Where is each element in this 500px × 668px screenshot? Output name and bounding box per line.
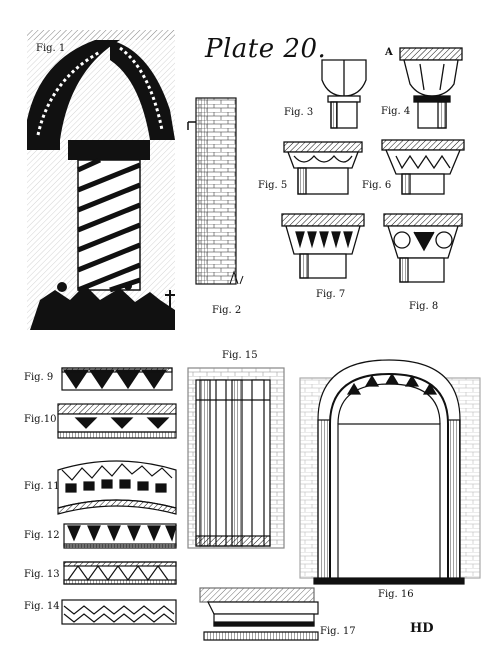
fig15-pier-drawing bbox=[187, 367, 285, 549]
fig9-label: Fig. 9 bbox=[24, 372, 54, 383]
fig12-moulding-drawing bbox=[63, 523, 177, 549]
fig4-capital-drawing bbox=[399, 47, 463, 129]
fig7-label: Fig. 7 bbox=[316, 289, 346, 300]
fig1-arcade-drawing bbox=[27, 30, 175, 330]
fig4-label: Fig. 4 bbox=[381, 106, 411, 117]
fig15-label: Fig. 15 bbox=[222, 350, 258, 361]
fig13-label: Fig. 13 bbox=[24, 569, 60, 580]
fig11-label: Fig. 11 bbox=[24, 481, 60, 492]
fig11-moulding-drawing bbox=[57, 460, 177, 515]
fig9-moulding-drawing bbox=[61, 367, 173, 391]
fig1-label: Fig. 1 bbox=[36, 43, 66, 54]
fig16-label: Fig. 16 bbox=[378, 589, 414, 600]
fig6-capital-drawing bbox=[381, 139, 465, 195]
fig14-moulding-drawing bbox=[61, 599, 177, 625]
fig5-label: Fig. 5 bbox=[258, 180, 288, 191]
fig14-label: Fig. 14 bbox=[24, 601, 60, 612]
fig10-moulding-drawing bbox=[57, 403, 177, 439]
fig8-label: Fig. 8 bbox=[409, 301, 439, 312]
fig17-label: Fig. 17 bbox=[320, 626, 356, 637]
plate-title: Plate 20. bbox=[205, 34, 327, 64]
fig13-moulding-drawing bbox=[63, 561, 177, 585]
fig2-pilaster-drawing bbox=[187, 97, 244, 285]
fig6-label: Fig. 6 bbox=[362, 180, 392, 191]
fig5-capital-drawing bbox=[283, 141, 363, 195]
fig3-label: Fig. 3 bbox=[284, 107, 314, 118]
fig16-doorway-drawing bbox=[299, 359, 481, 585]
fig8-capital-drawing bbox=[383, 213, 463, 283]
fig12-label: Fig. 12 bbox=[24, 530, 60, 541]
fig2-label: Fig. 2 bbox=[212, 305, 242, 316]
fig3-capital-drawing bbox=[321, 59, 367, 129]
marker-a: A bbox=[385, 47, 393, 58]
fig17-cornice-drawing bbox=[199, 587, 319, 641]
fig7-capital-drawing bbox=[281, 213, 365, 279]
artist-monogram: HD bbox=[410, 621, 434, 636]
fig10-label: Fig.10 bbox=[24, 414, 57, 425]
